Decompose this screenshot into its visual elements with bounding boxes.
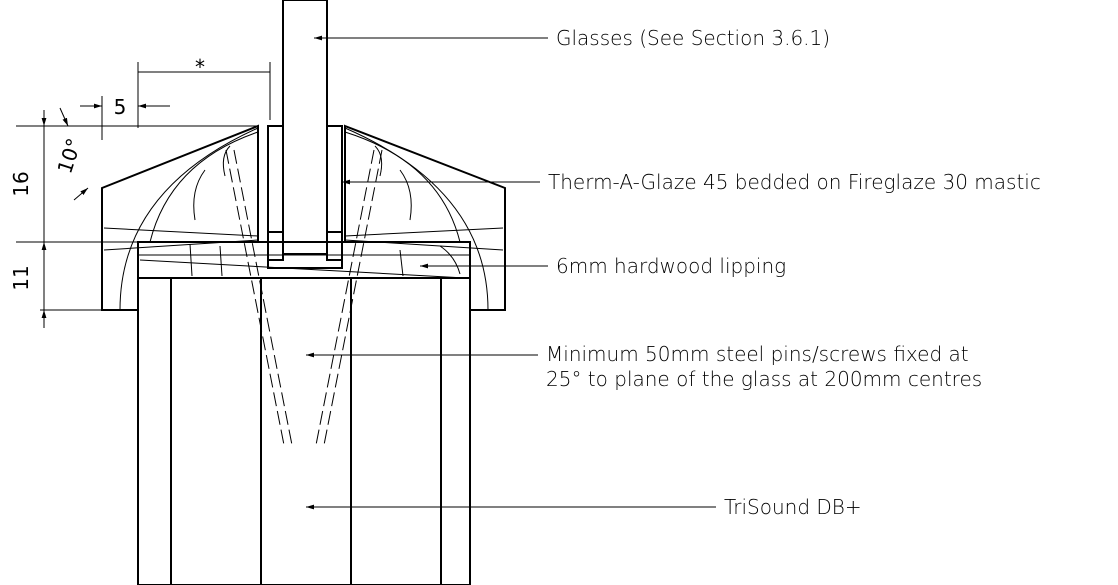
label-glasses: Glasses (See Section 3.6.1) (556, 26, 830, 50)
glass-pane (282, 0, 328, 255)
label-glaze: Therm-A-Glaze 45 bedded on Fireglaze 30 … (548, 170, 1041, 194)
label-pins-line1: Minimum 50mm steel pins/screws fixed at (546, 342, 969, 366)
mastic-bed (267, 231, 343, 269)
steel-pins (225, 149, 383, 446)
dim-height-bead: 16 (9, 171, 33, 196)
door-core (137, 277, 471, 585)
dim-angle: 10° (52, 135, 86, 176)
dim-star: * (195, 55, 205, 79)
hardwood-lipping (137, 241, 471, 279)
right-glazing-bead (344, 124, 506, 311)
dim-offset: 5 (114, 95, 127, 119)
label-pins-line2: 25° to plane of the glass at 200mm centr… (546, 367, 982, 391)
dimension-lines: * 5 16 11 10° (9, 55, 271, 328)
dim-height-lipping: 11 (9, 265, 33, 290)
label-core: TriSound DB+ (724, 495, 862, 519)
label-lipping: 6mm hardwood lipping (556, 254, 786, 278)
glazing-strips (267, 125, 343, 261)
leader-lines (306, 35, 716, 510)
